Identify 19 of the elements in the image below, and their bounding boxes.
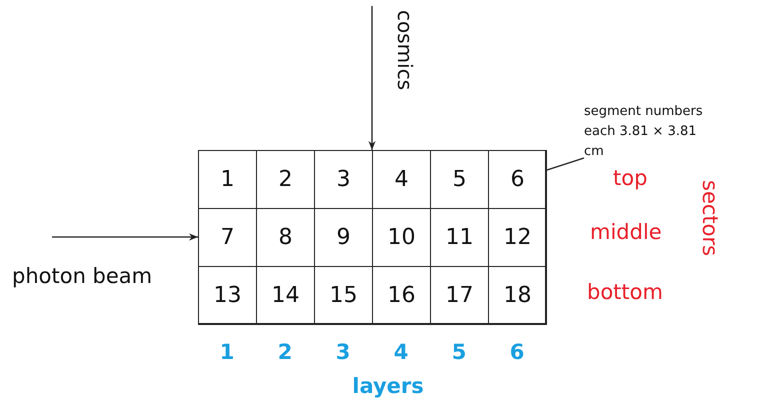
arrow (368, 6, 376, 150)
row-label: middle (590, 220, 662, 244)
leader-line (546, 157, 584, 171)
segment-grid (198, 150, 546, 324)
column-label: 1 (220, 340, 234, 364)
column-label: 2 (278, 340, 292, 364)
axis-label: photon beam (12, 264, 152, 288)
column-label: 3 (336, 340, 350, 364)
column-label: 6 (510, 340, 524, 364)
annotation-text: segment numbers each 3.81 × 3.81 cm (584, 102, 720, 162)
row-label: bottom (587, 280, 663, 304)
column-label: 5 (452, 340, 466, 364)
axis-label: cosmics (393, 10, 417, 90)
axis-label: layers (352, 374, 424, 398)
arrow (52, 233, 198, 241)
row-label: top (613, 166, 648, 190)
axis-label: sectors (698, 180, 722, 256)
segment-number: 18 (488, 266, 547, 325)
column-label: 4 (394, 340, 408, 364)
